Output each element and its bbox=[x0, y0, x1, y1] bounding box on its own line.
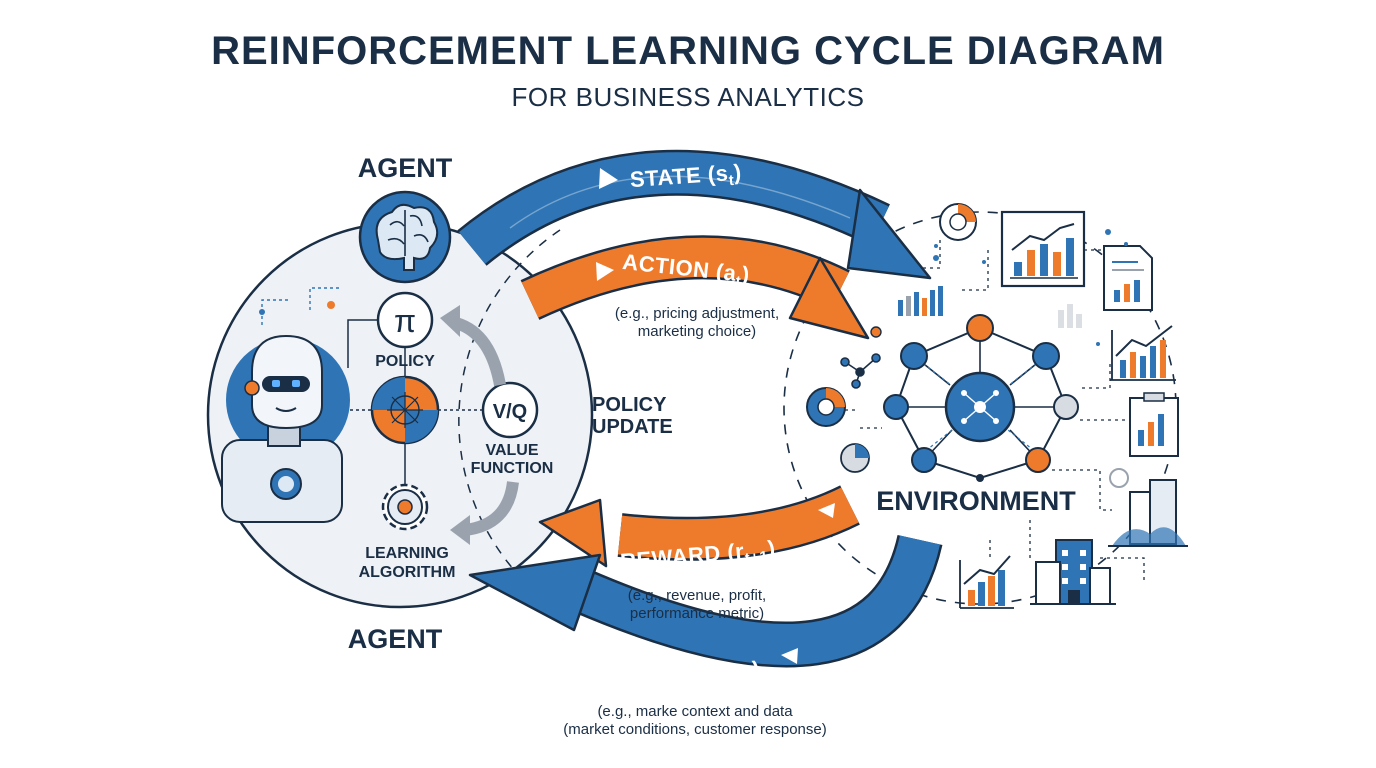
policy-update-line1: POLICY bbox=[592, 394, 667, 416]
environment-connectors bbox=[845, 240, 1145, 580]
value-function-node: V/Q VALUE FUNCTION bbox=[471, 381, 554, 477]
building-icon bbox=[1108, 468, 1188, 547]
clipboard-chart-icon bbox=[1129, 392, 1179, 457]
state-t1-label: STATE (st+1) bbox=[629, 656, 760, 692]
dot bbox=[327, 301, 335, 309]
building-icon bbox=[1030, 539, 1116, 605]
value-label-line2: FUNCTION bbox=[471, 460, 554, 477]
agent-label-bottom: AGENT bbox=[348, 624, 443, 654]
internal-cycle-arrows bbox=[440, 305, 519, 545]
molecule-icon bbox=[840, 353, 881, 389]
value-label-line1: VALUE bbox=[485, 442, 538, 459]
environment-dots bbox=[933, 229, 1128, 346]
reward-arrow bbox=[538, 485, 860, 568]
bar-chart-icon bbox=[959, 555, 1014, 609]
action-note-line1: (e.g., pricing adjustment, bbox=[615, 305, 779, 322]
reward-note-line1: (e.g., revenue, profit, bbox=[628, 587, 766, 604]
reward-note-line2: performance metric) bbox=[630, 605, 764, 622]
bar-chart-icon bbox=[1058, 304, 1082, 328]
pi-symbol: π bbox=[394, 303, 416, 339]
state-t1-note-line2: (market conditions, customer response) bbox=[563, 721, 826, 738]
bar-chart-icon bbox=[898, 286, 943, 316]
page-subtitle: FOR BUSINESS ANALYTICS bbox=[512, 82, 865, 112]
state-t1-arrow bbox=[468, 534, 943, 668]
dot bbox=[259, 309, 265, 315]
pie-chart-icon bbox=[806, 387, 846, 427]
line-chart-icon bbox=[1110, 325, 1176, 381]
state-t1-note-line1: (e.g., marke context and data bbox=[597, 703, 793, 720]
pie-chart-icon bbox=[939, 203, 977, 241]
agent-label-top: AGENT bbox=[358, 153, 453, 183]
state-t-arrow bbox=[457, 149, 932, 280]
gear-icon: LEARNING ALGORITHM bbox=[359, 483, 456, 581]
vq-symbol: V/Q bbox=[493, 401, 527, 423]
agent-decoration bbox=[261, 287, 340, 325]
bar-chart-icon bbox=[1000, 210, 1086, 288]
policy-update-line2: UPDATE bbox=[592, 416, 673, 438]
dot bbox=[870, 326, 882, 338]
agent-connectors bbox=[347, 319, 483, 485]
learning-label-line1: LEARNING bbox=[365, 545, 449, 562]
action-note-line2: marketing choice) bbox=[638, 323, 756, 340]
pie-chart-icon bbox=[840, 443, 870, 473]
action-arrow bbox=[520, 235, 870, 340]
page-title: REINFORCEMENT LEARNING CYCLE DIAGRAM bbox=[211, 29, 1165, 73]
learning-label-line2: ALGORITHM bbox=[359, 564, 456, 581]
document-chart-icon bbox=[1103, 245, 1153, 311]
environment-label: ENVIRONMENT bbox=[876, 486, 1076, 516]
brain-icon bbox=[358, 190, 452, 284]
network-hub-icon bbox=[883, 314, 1079, 482]
robot-icon bbox=[221, 334, 350, 523]
target-quadrant-icon bbox=[370, 375, 440, 445]
